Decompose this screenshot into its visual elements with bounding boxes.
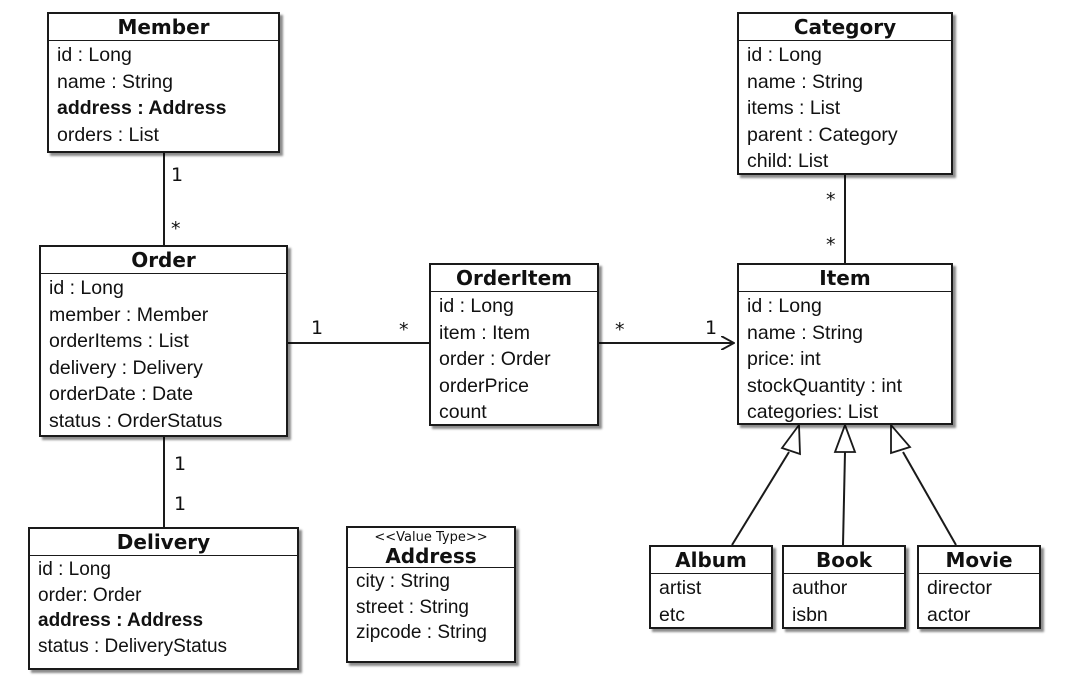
order-attr-orderitems: orderItems : List [49, 330, 189, 352]
orderitem-attr-id: id : Long [439, 295, 514, 317]
member-class[interactable]: Member id : Long name : String address :… [47, 12, 280, 153]
order-delivery-source-multiplicity: 1 [174, 453, 187, 475]
category-class-name: Category [739, 14, 951, 41]
album-attributes: artist etc [651, 574, 771, 630]
movie-attr-actor: actor [927, 603, 971, 626]
book-attr-isbn: isbn [792, 603, 828, 626]
address-class-header: <<Value Type>> Address [348, 528, 514, 568]
orderitem-class[interactable]: OrderItem id : Long item : Item order : … [429, 263, 599, 426]
album-class-name: Album [651, 547, 771, 574]
item-attr-name: name : String [747, 321, 863, 344]
address-stereotype: <<Value Type>> [374, 530, 488, 545]
member-attr-name: name : String [57, 70, 173, 93]
orderitem-attr-order: order : Order [439, 348, 551, 370]
orderitem-attr-count: count [439, 401, 487, 423]
item-attr-price: price: int [747, 348, 821, 370]
book-generalization-arrowhead [833, 422, 857, 453]
order-class-name: Order [41, 247, 286, 274]
item-attr-categories: categories: List [747, 401, 879, 423]
address-attr-city: city : String [356, 571, 450, 592]
member-order-source-multiplicity: 1 [171, 164, 184, 186]
order-attr-id: id : Long [49, 277, 124, 299]
book-class-name: Book [784, 547, 904, 574]
delivery-attr-id: id : Long [38, 559, 111, 580]
order-attr-member: member : Member [49, 303, 209, 326]
orderitem-item-target-multiplicity: 1 [705, 317, 718, 339]
delivery-class-name: Delivery [30, 529, 297, 556]
category-attr-items: items : List [747, 97, 841, 119]
movie-class[interactable]: Movie director actor [917, 545, 1041, 629]
address-attributes: city : String street : String zipcode : … [348, 568, 514, 648]
order-attributes: id : Long member : Member orderItems : L… [41, 274, 286, 436]
album-attr-artist: artist [659, 577, 702, 599]
category-attr-id: id : Long [747, 44, 822, 66]
category-attr-parent: parent : Category [747, 123, 898, 146]
orderitem-attr-orderprice: orderPrice [439, 374, 529, 397]
delivery-attr-status: status : DeliveryStatus [38, 635, 228, 657]
item-attr-stockquantity: stockQuantity : int [747, 374, 902, 397]
order-class[interactable]: Order id : Long member : Member orderIte… [39, 245, 288, 437]
movie-generalization-arrowhead [890, 422, 912, 455]
member-class-name: Member [49, 14, 278, 41]
delivery-attr-address: address : Address [38, 610, 204, 631]
category-class[interactable]: Category id : Long name : String items :… [737, 12, 953, 175]
item-attr-id: id : Long [747, 295, 822, 317]
album-class[interactable]: Album artist etc [649, 545, 773, 629]
book-attributes: author isbn [784, 574, 904, 630]
member-attr-id: id : Long [57, 44, 132, 66]
order-attr-orderdate: orderDate : Date [49, 383, 194, 405]
address-class-name: Address [385, 544, 477, 568]
member-order-target-multiplicity: * [171, 218, 181, 240]
address-class[interactable]: <<Value Type>> Address city : String str… [346, 526, 516, 663]
order-delivery-target-multiplicity: 1 [174, 493, 187, 515]
category-item-target-multiplicity: * [826, 234, 836, 256]
orderitem-attributes: id : Long item : Item order : Order orde… [431, 292, 597, 428]
movie-attr-director: director [927, 577, 993, 599]
book-generalization-line [842, 451, 846, 546]
address-attr-zipcode: zipcode : String [356, 622, 487, 643]
order-orderitem-source-multiplicity: 1 [311, 317, 324, 339]
order-attr-status: status : OrderStatus [49, 409, 223, 432]
category-attributes: id : Long name : String items : List par… [739, 41, 951, 177]
album-generalization-line [731, 451, 790, 546]
orderitem-item-source-multiplicity: * [615, 319, 625, 341]
orderitem-attr-item: item : Item [439, 321, 531, 344]
category-item-source-multiplicity: * [826, 189, 836, 211]
category-attr-child: child: List [747, 150, 829, 172]
delivery-class[interactable]: Delivery id : Long order: Order address … [28, 527, 299, 670]
order-attr-delivery: delivery : Delivery [49, 356, 203, 379]
member-attr-orders: orders : List [57, 123, 159, 146]
album-generalization-arrowhead [780, 422, 801, 456]
member-attributes: id : Long name : String address : Addres… [49, 41, 278, 150]
movie-generalization-line [902, 451, 957, 546]
address-attr-street: street : String [356, 596, 469, 618]
order-orderitem-target-multiplicity: * [399, 319, 409, 341]
item-class[interactable]: Item id : Long name : String price: int … [737, 263, 953, 425]
category-attr-name: name : String [747, 70, 863, 93]
book-class[interactable]: Book author isbn [782, 545, 906, 629]
delivery-attr-order: order: Order [38, 584, 142, 606]
item-attributes: id : Long name : String price: int stock… [739, 292, 951, 428]
orderitem-class-name: OrderItem [431, 265, 597, 292]
movie-attributes: director actor [919, 574, 1039, 630]
album-attr-etc: etc [659, 603, 686, 626]
book-attr-author: author [792, 577, 848, 599]
movie-class-name: Movie [919, 547, 1039, 574]
member-attr-address: address : Address [57, 97, 227, 119]
item-class-name: Item [739, 265, 951, 292]
delivery-attributes: id : Long order: Order address : Address… [30, 556, 297, 661]
